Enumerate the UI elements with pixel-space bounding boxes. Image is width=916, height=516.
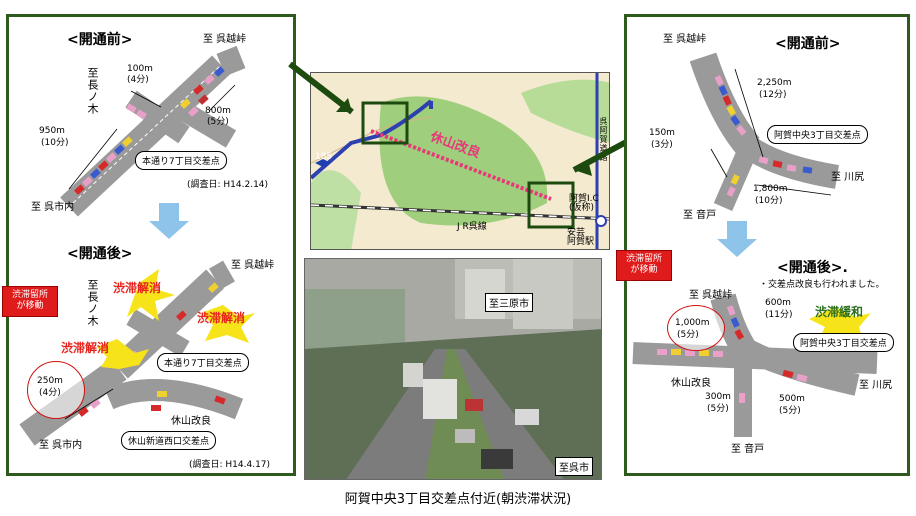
- right-to-kure-koshi-bottom: 至 呉越峠: [689, 290, 733, 301]
- right-to-kawajiri-top: 至 川尻: [831, 172, 865, 183]
- right-after-cars: [657, 305, 808, 403]
- right-intersection-top: 阿賀中央3丁目交差点: [767, 125, 868, 144]
- map-station-label: 安芸 阿賀駅: [567, 228, 595, 248]
- map-graphic: [311, 73, 609, 249]
- left-intersection-top: 本通り7丁目交差点: [135, 151, 227, 170]
- right-down-arrow-icon: [717, 221, 757, 257]
- left-moved-label: 渋滞留所 が移動: [2, 286, 58, 317]
- left-jam-bursts: [97, 269, 255, 369]
- right-to-otoko-bottom: 至 音戸: [731, 444, 765, 455]
- left-dist-250: 250m: [37, 376, 63, 386]
- right-dist-1800: 1,800m: [753, 184, 788, 194]
- left-before-cars: [74, 66, 225, 195]
- right-dist-150: 150m: [649, 128, 675, 138]
- figure-caption: 阿賀中央3丁目交差点付近(朝渋滞状況): [344, 492, 572, 507]
- map-route-number: 185: [315, 152, 333, 162]
- right-intersection-bottom: 阿賀中央3丁目交差点: [793, 333, 894, 352]
- left-intersection-bottom: 本通り7丁目交差点: [157, 353, 249, 372]
- right-to-kawajiri-bottom: 至 川尻: [859, 380, 893, 391]
- right-before-brackets: [710, 68, 832, 196]
- left-to-kure-koshi-bottom: 至 呉越峠: [231, 260, 275, 271]
- left-jam-relieved-2: 渋滞解消: [197, 311, 246, 325]
- right-time-300: (5分): [707, 404, 729, 414]
- left-to-kure-koshi-top: 至 呉越峠: [203, 34, 247, 45]
- left-before-brackets: [68, 84, 236, 190]
- right-before-cars: [714, 75, 813, 197]
- left-time-800: (5分): [207, 117, 229, 127]
- right-time-2250: (12分): [759, 90, 787, 100]
- map-ic-label: 阿賀I.C (仮称): [569, 194, 599, 214]
- right-dist-600: 600m: [765, 298, 791, 308]
- right-dist-300: 300m: [705, 392, 731, 402]
- right-kyuyama: 休山改良: [671, 378, 711, 389]
- map-road-side-label: 呉阿賀道路: [599, 117, 608, 162]
- left-jam-relieved-1: 渋滞解消: [113, 281, 162, 295]
- photo-graphic: [305, 259, 601, 479]
- traffic-photo: 至三原市 至呉市: [304, 258, 602, 480]
- left-panel: <開通前> 至 呉越峠 至長ノ木 100m (4分) 800m (5分) 950…: [6, 14, 296, 476]
- left-dist-950: 950m: [39, 126, 65, 136]
- photo-to-kure: 至呉市: [555, 457, 593, 476]
- left-moved-circle: [27, 361, 85, 419]
- right-time-150: (3分): [651, 140, 673, 150]
- right-to-kure-koshi-top: 至 呉越峠: [663, 34, 707, 45]
- left-down-arrow-icon: [149, 203, 189, 239]
- left-after-cars: [78, 282, 226, 417]
- map-jr-label: J R呉線: [457, 222, 487, 232]
- photo-to-mihara: 至三原市: [485, 293, 533, 312]
- left-after-title: <開通後>: [67, 246, 133, 262]
- left-kyuyama: 休山改良: [171, 416, 211, 427]
- right-jam-eased: 渋滞緩和: [815, 305, 864, 319]
- right-to-otoko-top: 至 音戸: [683, 210, 717, 221]
- left-to-nagaki-top: 至長ノ木: [86, 67, 99, 115]
- left-survey-top: (調査日: H14.2.14): [187, 180, 269, 190]
- left-time-250: (4分): [39, 388, 61, 398]
- right-time-1000: (5分): [677, 330, 699, 340]
- right-road-diagram: [632, 52, 878, 437]
- right-dist-2250: 2,250m: [757, 78, 792, 88]
- right-time-600: (11分): [765, 310, 793, 320]
- left-to-kure-bottom: 至 呉市内: [39, 440, 83, 451]
- left-survey-bottom: (調査日: H14.4.17): [189, 460, 271, 470]
- right-before-title: <開通前>: [775, 36, 841, 52]
- right-jam-burst: [809, 307, 871, 341]
- right-moved-label: 渋滞留所 が移動: [616, 250, 672, 281]
- left-dist-100: 100m: [127, 64, 153, 74]
- right-panel: 至 呉越峠 <開通前> 2,250m (12分) 150m (3分) 阿賀中央3…: [624, 14, 910, 476]
- left-dist-800: 800m: [205, 106, 231, 116]
- right-time-500: (5分): [779, 406, 801, 416]
- location-map: 休山改良 阿賀I.C (仮称) J R呉線 安芸 阿賀駅 185 呉阿賀道路: [310, 72, 610, 250]
- right-dist-1000: 1,000m: [675, 318, 710, 328]
- left-intersection-new: 休山新道西口交差点: [121, 431, 217, 450]
- left-time-100: (4分): [127, 75, 149, 85]
- right-time-1800: (10分): [755, 196, 783, 206]
- left-time-950: (10分): [41, 138, 69, 148]
- left-to-kure-top: 至 呉市内: [31, 202, 75, 213]
- right-note: ・交差点改良も行われました。: [759, 280, 885, 290]
- right-moved-circle: [667, 305, 725, 351]
- left-to-nagaki-bottom: 至長ノ木: [86, 279, 99, 327]
- left-jam-relieved-3: 渋滞解消: [61, 341, 110, 355]
- left-before-title: <開通前>: [67, 32, 133, 48]
- right-after-title: <開通後>.: [777, 260, 848, 276]
- right-dist-500: 500m: [779, 394, 805, 404]
